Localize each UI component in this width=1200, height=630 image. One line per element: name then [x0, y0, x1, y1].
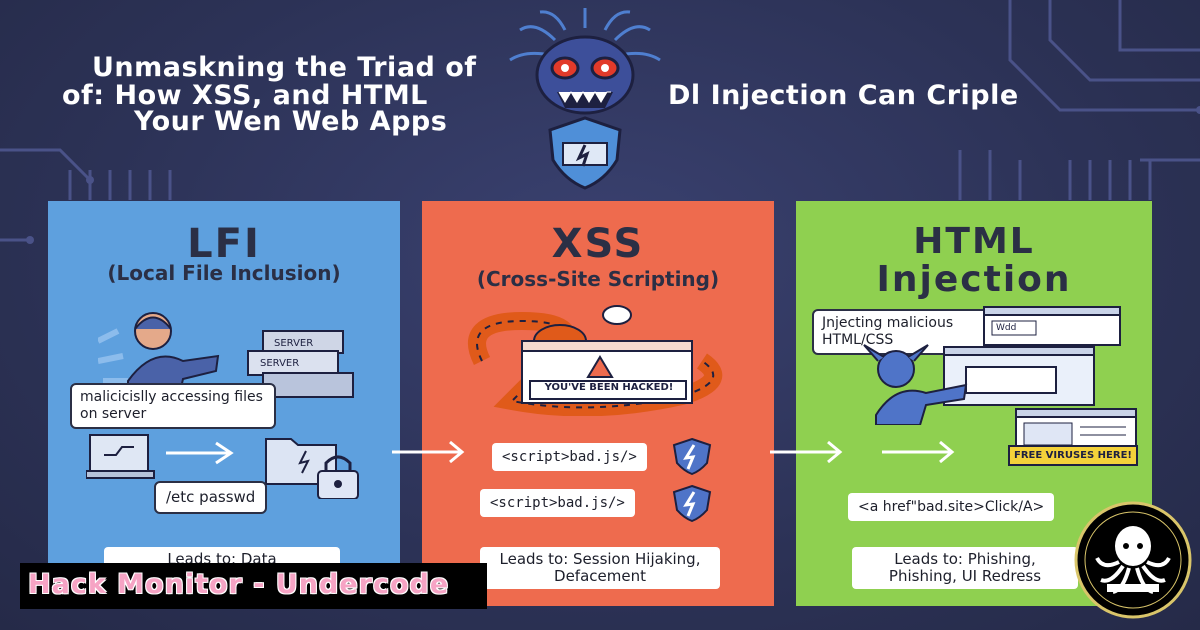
title-line-3: Your Wen Web Apps: [134, 106, 448, 137]
lfi-panel: LFI (Local File Inclusion) SERVER SERVER…: [48, 201, 400, 606]
xss-panel: XSS (Cross-Site Scripting) YOU'VE BEEN H…: [422, 201, 774, 606]
xss-code-1: <script>bad.js/>: [492, 443, 647, 471]
injected-window-text: Wdd: [996, 323, 1017, 333]
snake-browser-illustration: [468, 305, 723, 416]
title-line-2-right: Dl Injection Can Criple: [668, 80, 1019, 111]
html-lead: Leads to: Phishing, Phishing, UI Redress: [852, 547, 1078, 589]
arrow-lfi-to-xss: [392, 440, 465, 464]
xss-subheading: (Cross-Site Scripting): [476, 267, 720, 291]
html-bubble: Jnjecting malicious HTML/CSS: [812, 309, 1000, 355]
hacker-server-illustration: [98, 312, 354, 401]
title-line-1: Unmaskning the Triad of: [92, 52, 477, 83]
xss-code-2: <script>bad.js/>: [480, 489, 635, 517]
lfi-subheading: (Local File Inclusion): [107, 261, 341, 285]
goblin-browser-illustration: [863, 306, 1121, 425]
lfi-bubble: malicicislly accessing files on server: [70, 383, 276, 429]
arrow-xss-to-html: [770, 440, 843, 464]
html-injection-panel: HTML Injection Jnjecting malicious HTML/…: [796, 201, 1152, 606]
xss-heading: XSS: [551, 221, 645, 267]
shield-bolt-icon: [672, 437, 712, 475]
fake-ad-window: [1015, 408, 1137, 452]
html-code: <a href"bad.site>Click/A>: [848, 493, 1055, 521]
html-heading: HTML Injection: [876, 221, 1072, 300]
hacked-alert: YOU'VE BEEN HACKED!: [544, 382, 674, 393]
title-line-2: of: How XSS, and HTML: [62, 80, 428, 111]
lfi-heading: LFI: [187, 221, 261, 267]
lfi-path-label: /etc passwd: [154, 481, 268, 514]
arrow-html-injection: [882, 440, 955, 464]
free-viruses-banner: FREE VIRUSES HERE!: [1008, 445, 1138, 466]
brand-banner: Hack Monitor - Undercode: [20, 563, 487, 609]
octopus-icon: [1074, 501, 1192, 619]
server-label-1: SERVER: [274, 338, 314, 349]
shield-bolt-icon: [672, 484, 712, 522]
xss-lead: Leads to: Session Hijaking, Defacement: [480, 547, 720, 589]
server-label-2: SERVER: [260, 358, 300, 369]
monster-shield-illustration: [509, 8, 661, 190]
brand-label: Hack Monitor - Undercode: [28, 569, 450, 600]
